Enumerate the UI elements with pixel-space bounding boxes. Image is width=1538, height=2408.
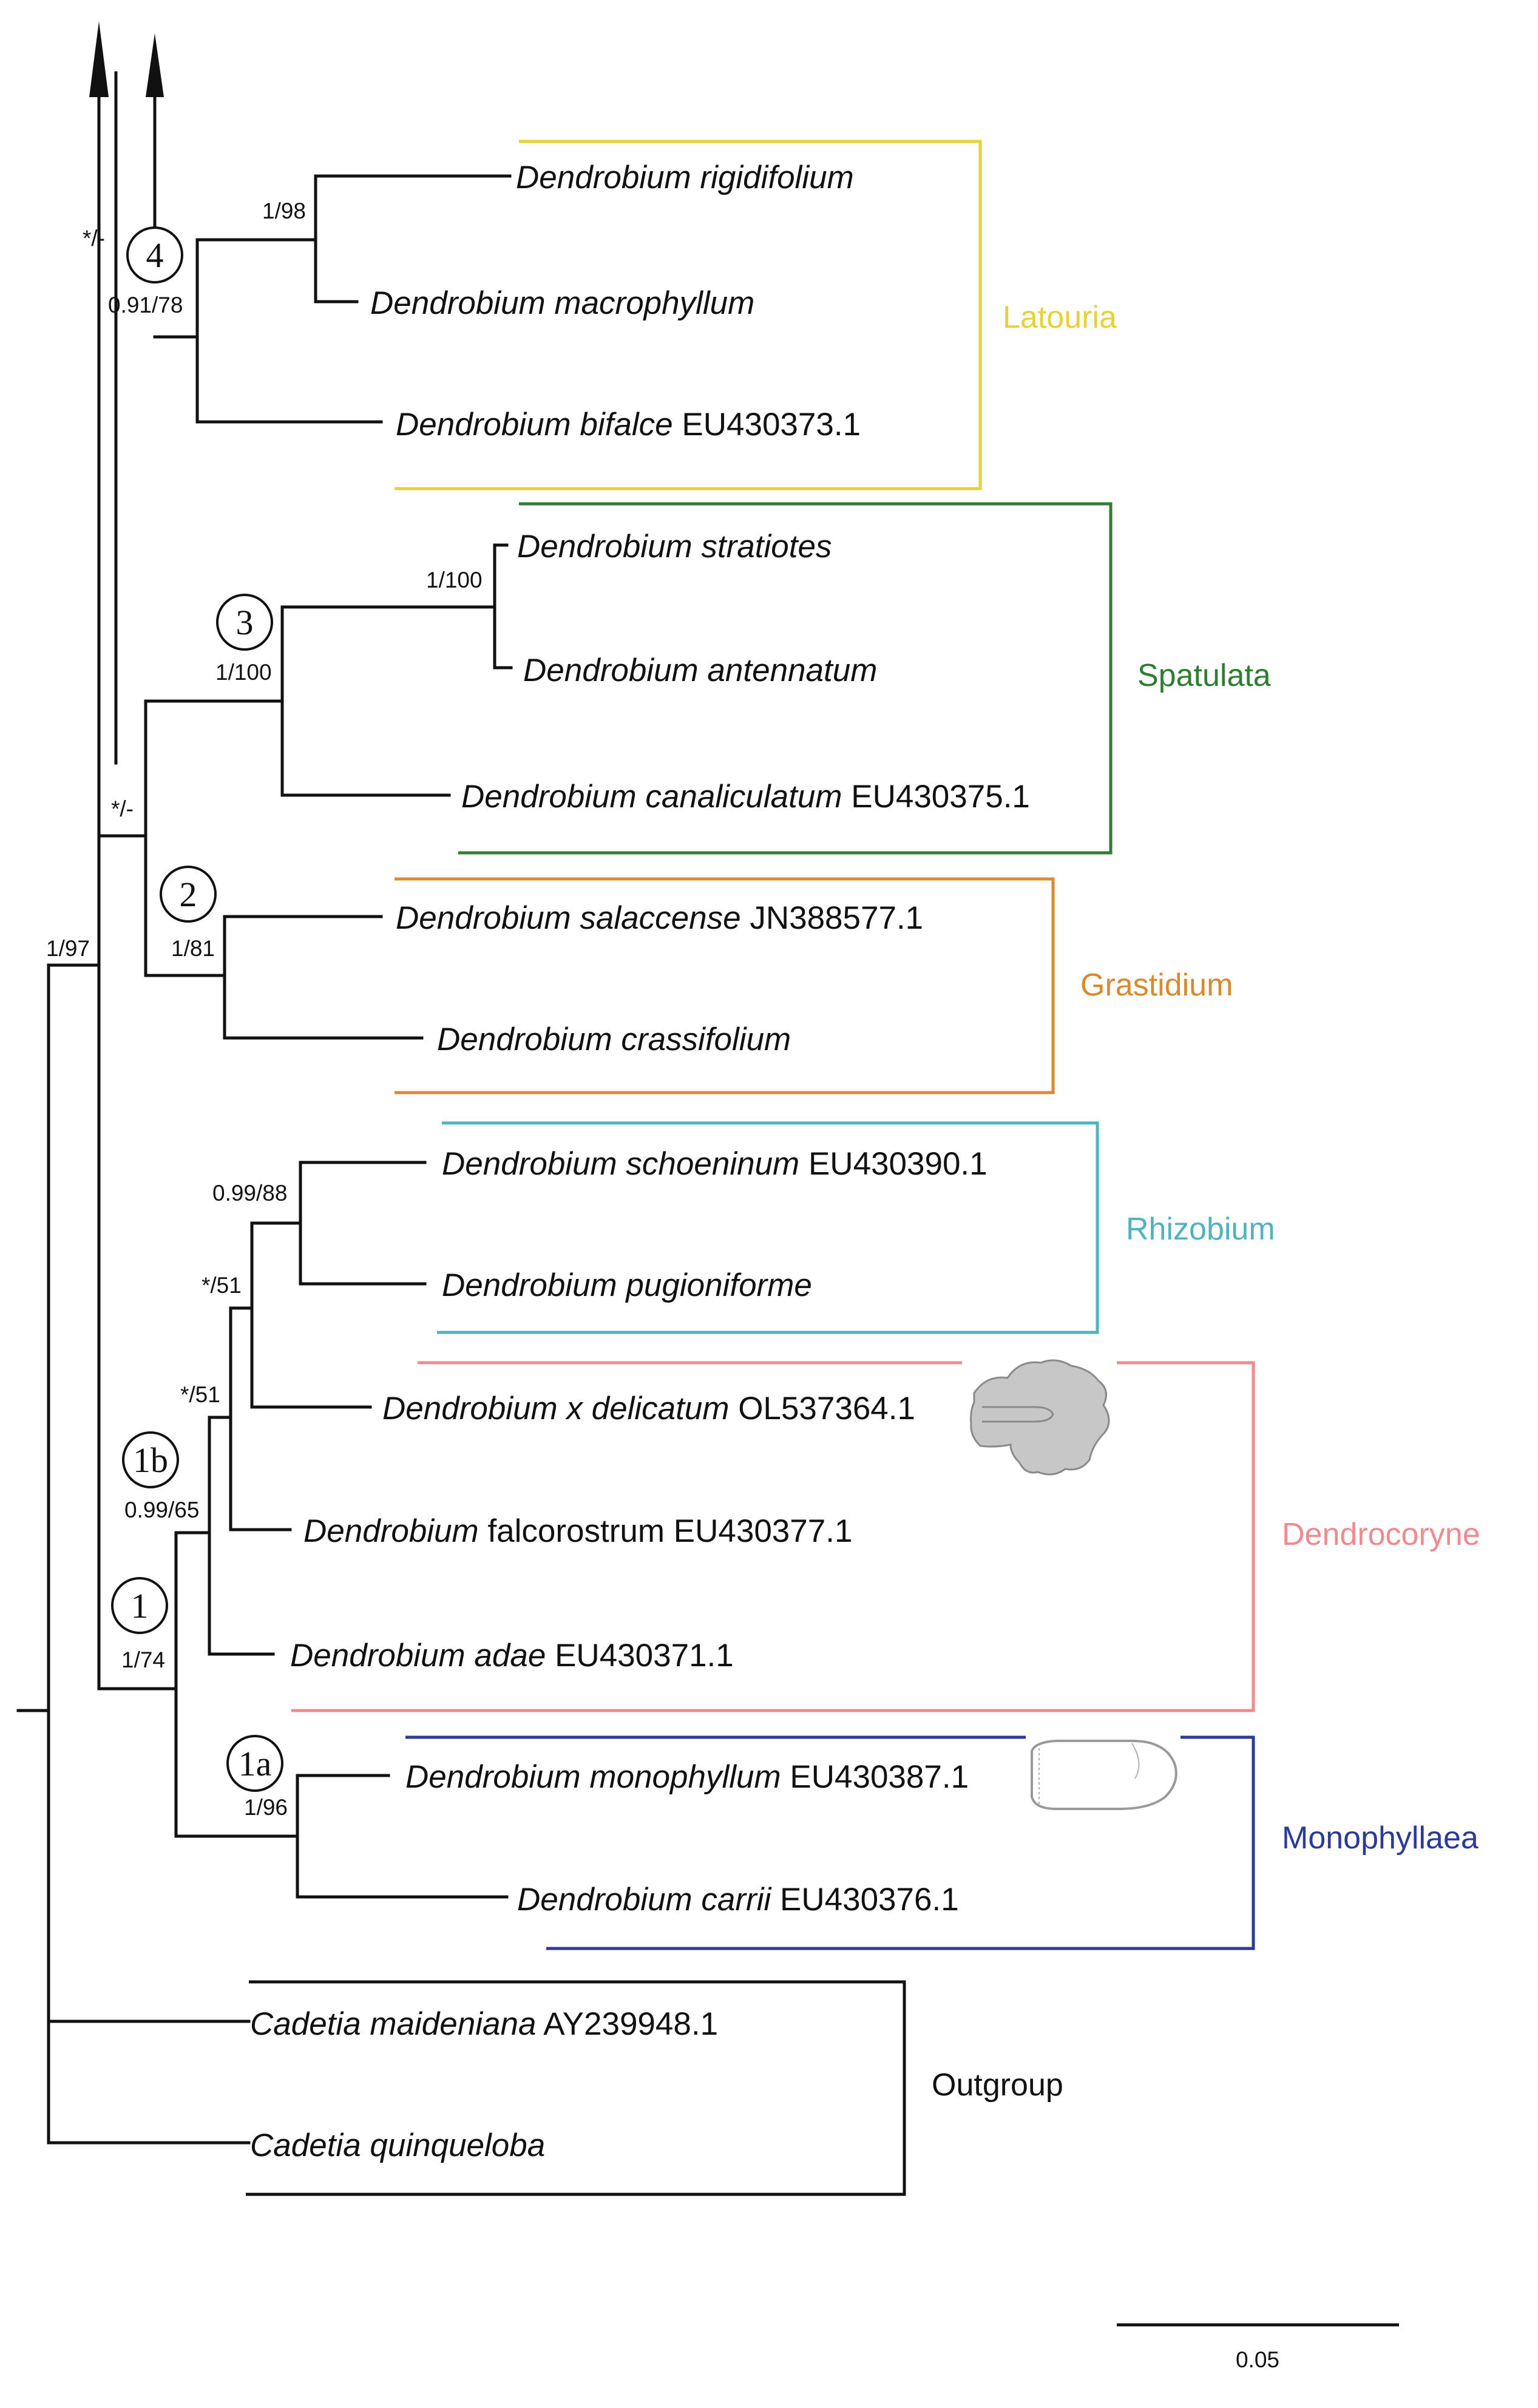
support-value: 0.99/65 <box>124 1497 199 1522</box>
support-value: 0.91/78 <box>108 293 183 317</box>
taxon-labels: Dendrobium rigidifolium Dendrobium macro… <box>250 160 1030 2163</box>
section-labels: Latouria Spatulata Grastidium Rhizobium … <box>932 300 1480 2103</box>
support-value: 1/81 <box>171 936 215 961</box>
taxon-label: Dendrobium adae EU430371.1 <box>290 1638 734 1674</box>
taxon-label: Dendrobium carrii EU430376.1 <box>517 1882 959 1918</box>
bracket-outgroup <box>246 1980 906 2196</box>
bracket-monophyllaea <box>405 1735 1255 1950</box>
arrow-up-icon <box>89 21 109 97</box>
support-value: 1/100 <box>426 568 483 592</box>
taxon-label: Dendrobium canaliculatum EU430375.1 <box>461 779 1030 815</box>
support-value: */51 <box>202 1273 242 1298</box>
taxon-label: Dendrobium schoeninum EU430390.1 <box>442 1146 988 1182</box>
bracket-grastidium <box>395 877 1055 1094</box>
section-label-rhizobium: Rhizobium <box>1126 1212 1275 1247</box>
taxon-label: Dendrobium salaccense JN388577.1 <box>396 900 923 936</box>
section-label-spatulata: Spatulata <box>1137 658 1271 693</box>
section-label-grastidium: Grastidium <box>1080 968 1233 1003</box>
node-numbers: 4 3 2 1b 1 1a <box>111 226 283 1792</box>
svg-text:2: 2 <box>180 875 197 914</box>
taxon-label: Cadetia quinqueloba <box>250 2128 545 2163</box>
taxon-label: Dendrobium antennatum <box>523 653 877 688</box>
leaf-cross-section-dendrocoryne <box>970 1359 1110 1476</box>
taxon-label: Dendrobium monophyllum EU430387.1 <box>405 1759 969 1795</box>
tree-branches <box>16 21 513 2145</box>
taxon-label: Dendrobium rigidifolium <box>516 160 854 195</box>
support-value: */51 <box>180 1382 220 1407</box>
scale-bar: 0.05 <box>1117 2323 1399 2372</box>
bracket-latouria <box>395 140 982 490</box>
bracket-dendrocoryne <box>291 1361 1255 1712</box>
svg-text:1b: 1b <box>133 1440 168 1480</box>
taxon-label: Dendrobium stratiotes <box>517 529 832 565</box>
taxon-label: Dendrobium x delicatum OL537364.1 <box>382 1391 915 1426</box>
svg-text:1: 1 <box>131 1586 149 1626</box>
support-value: 1/97 <box>46 936 90 961</box>
bracket-spatulata <box>458 502 1113 855</box>
taxon-label: Dendrobium pugioniforme <box>442 1267 812 1303</box>
taxon-label: Dendrobium crassifolium <box>437 1022 791 1057</box>
taxon-label: Dendrobium falcorostrum EU430377.1 <box>303 1513 852 1549</box>
taxon-label: Dendrobium macrophyllum <box>370 285 754 321</box>
support-value: 1/74 <box>121 1647 165 1672</box>
section-label-dendrocoryne: Dendrocoryne <box>1282 1517 1480 1552</box>
support-value: 0.99/88 <box>212 1181 287 1206</box>
node-circle-2: 2 <box>160 866 217 923</box>
support-value: */- <box>83 226 105 251</box>
support-value: 1/100 <box>215 660 272 685</box>
taxon-label: Dendrobium bifalce EU430373.1 <box>396 407 861 443</box>
leaf-cross-section-monophyllaea <box>1031 1740 1177 1810</box>
support-value: */- <box>111 796 134 821</box>
scale-bar-label: 0.05 <box>1236 2347 1279 2372</box>
node-circle-1a: 1a <box>226 1735 283 1792</box>
node-circle-1: 1 <box>111 1577 168 1634</box>
taxon-label: Cadetia maideniana AY239948.1 <box>250 2006 718 2042</box>
svg-text:4: 4 <box>146 236 164 275</box>
node-circle-4: 4 <box>126 226 183 283</box>
bracket-rhizobium <box>437 1121 1099 1334</box>
svg-text:3: 3 <box>236 603 254 642</box>
node-circle-1b: 1b <box>122 1431 179 1488</box>
section-brackets <box>246 140 1255 2196</box>
svg-text:1a: 1a <box>239 1744 272 1783</box>
support-value: 1/96 <box>244 1795 288 1820</box>
node-circle-3: 3 <box>216 594 273 651</box>
section-label-monophyllaea: Monophyllaea <box>1282 1820 1479 1856</box>
outgroup-label: Outgroup <box>932 2067 1063 2103</box>
arrow-up-icon <box>146 33 164 97</box>
support-value: 1/98 <box>262 198 306 223</box>
section-label-latouria: Latouria <box>1003 300 1117 335</box>
support-values: 1/98 0.91/78 */- 1/100 1/100 */- 1/81 1/… <box>46 198 483 1820</box>
